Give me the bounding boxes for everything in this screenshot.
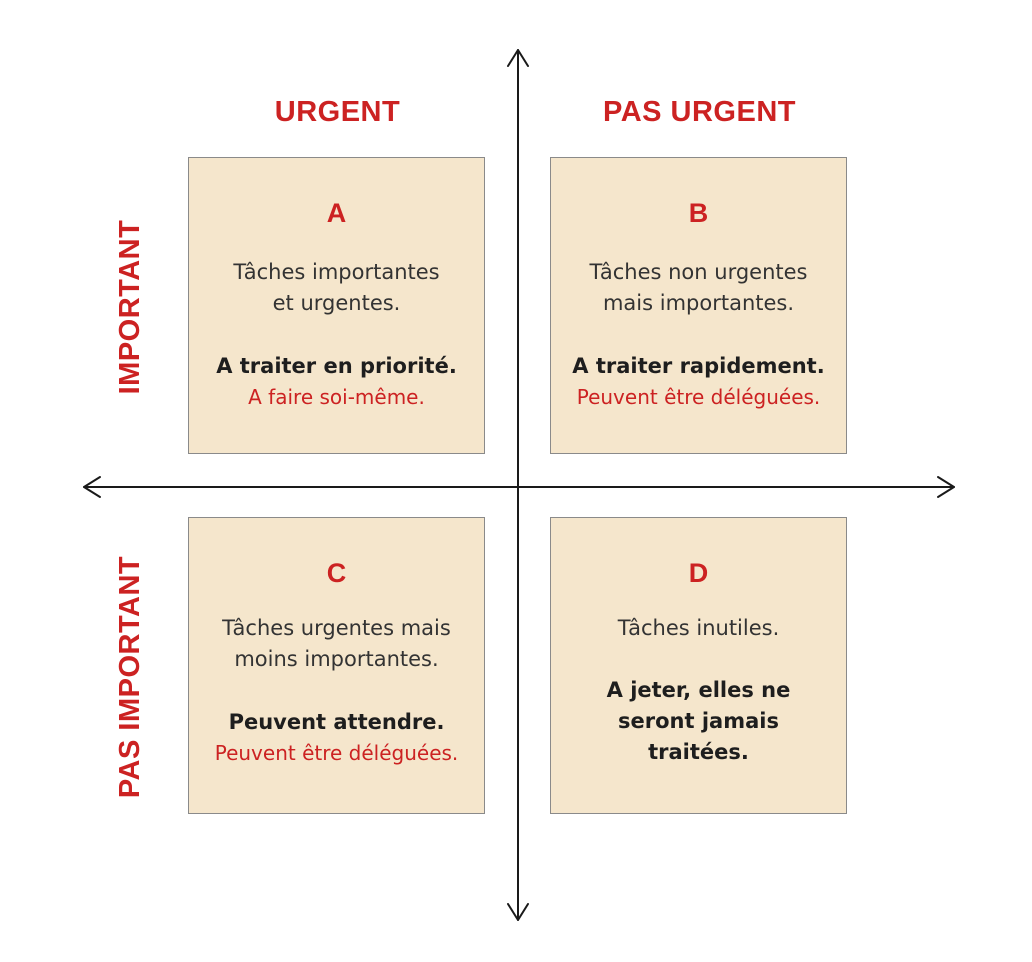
- quadrant-note: Peuvent être déléguées.: [576, 385, 821, 409]
- quadrant-d: D Tâches inutiles. A jeter, elles ne ser…: [550, 517, 847, 814]
- quadrant-letter: A: [326, 198, 347, 228]
- quadrant-b: B Tâches non urgentes mais importantes. …: [550, 157, 847, 454]
- row-label-important: IMPORTANT: [114, 219, 146, 395]
- quadrant-action: Peuvent attendre.: [228, 710, 445, 734]
- quadrant-description: Tâches non urgentes mais importantes.: [589, 260, 808, 315]
- quadrant-description: Tâches importantes et urgentes.: [233, 260, 440, 315]
- quadrant-a: A Tâches importantes et urgentes. A trai…: [188, 157, 485, 454]
- down-arrow-icon: [507, 903, 529, 921]
- quadrant-c: C Tâches urgentes mais moins importantes…: [188, 517, 485, 814]
- quadrant-action: A jeter, elles ne seront jamais traitées…: [606, 678, 791, 764]
- quadrant-note: A faire soi-même.: [248, 385, 425, 409]
- left-arrow-icon: [83, 476, 101, 498]
- quadrant-note: Peuvent être déléguées.: [214, 741, 459, 765]
- row-label-not-important: PAS IMPORTANT: [114, 555, 146, 799]
- quadrant-action: A traiter en priorité.: [216, 354, 457, 378]
- column-label-urgent: URGENT: [274, 96, 401, 128]
- quadrant-action: A traiter rapidement.: [572, 354, 825, 378]
- column-label-not-urgent: PAS URGENT: [603, 96, 796, 128]
- up-arrow-icon: [507, 49, 529, 67]
- right-arrow-icon: [937, 476, 955, 498]
- quadrant-letter: D: [688, 558, 709, 588]
- quadrant-description: Tâches inutiles.: [617, 616, 780, 640]
- quadrant-letter: B: [688, 198, 709, 228]
- quadrant-description: Tâches urgentes mais moins importantes.: [222, 616, 451, 671]
- quadrant-letter: C: [326, 558, 347, 588]
